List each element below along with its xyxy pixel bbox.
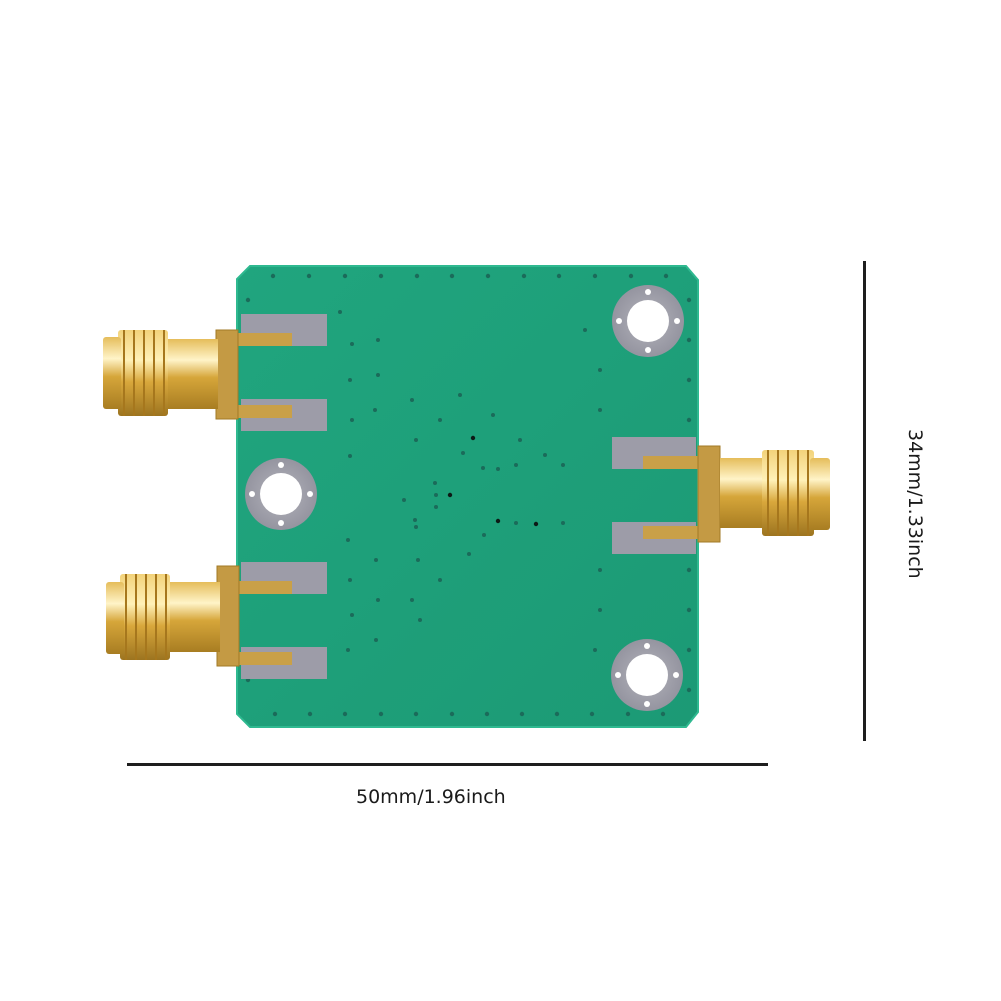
height-dimension-line <box>863 261 866 741</box>
mounting-hole-top-right <box>612 285 684 357</box>
width-dimension-label: 50mm/1.96inch <box>356 786 506 808</box>
width-dimension-line <box>127 763 768 766</box>
height-dimension-label: 34mm/1.33inch <box>904 429 926 579</box>
sma-connector-left-bottom <box>106 565 292 667</box>
sma-connector-left-top <box>103 329 292 420</box>
mounting-hole-left <box>245 458 317 530</box>
pcb-board <box>236 265 699 728</box>
sma-connector-right <box>643 445 830 543</box>
mounting-hole-bottom-right <box>611 639 683 711</box>
